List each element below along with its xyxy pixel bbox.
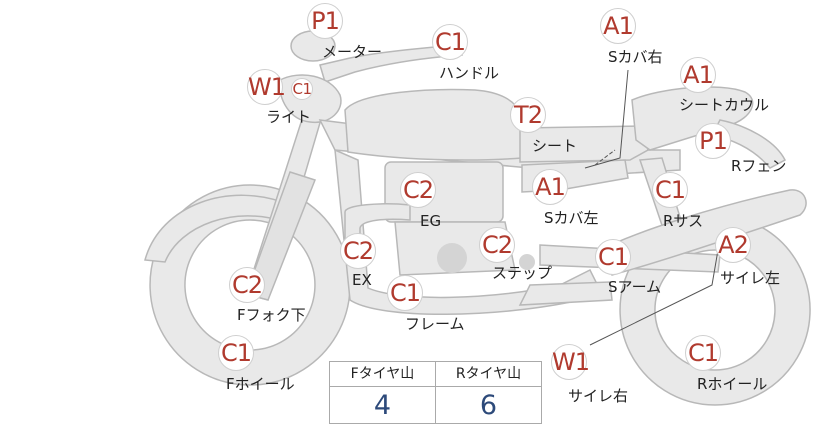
muffler-left-label: サイレ左 [720,269,781,287]
engine-label: EG [420,212,442,230]
rear-wheel-grade-badge: C1 [685,335,721,371]
engine-grade-badge: C2 [400,172,436,208]
frame-grade-badge: C1 [387,275,423,311]
front-tire-header: Fタイヤ山 [330,362,436,386]
meter-grade-badge: P1 [307,3,343,39]
rear-fender-grade-badge: P1 [695,123,731,159]
swing-arm-label: Sアーム [608,278,662,296]
exhaust-label: EX [352,271,372,289]
front-fork-lower-label: Fフォク下 [237,306,306,324]
frame-label: フレーム [405,315,465,333]
muffler-right-grade-badge: W1 [551,344,590,380]
exhaust-shape [344,203,411,259]
front-wheel-grade-badge: C1 [218,335,254,371]
side-cover-left-label: Sカバ左 [544,209,599,227]
rear-suspension-label: Rサス [663,212,704,230]
muffler-right-label: サイレ右 [568,387,629,405]
rear-wheel-label: Rホイール [697,375,768,393]
light-label: ライト [266,108,312,126]
seat-shape [519,125,649,163]
rear-fender-label: Rフェン [731,157,787,175]
step-grade-badge: C2 [479,227,515,263]
handle-grade-badge: C1 [432,24,468,60]
tire-table-header: Fタイヤ山 Rタイヤ山 [330,362,541,387]
meter-label: メーター [322,43,383,61]
fuel-tank-shape [344,88,523,161]
front-fork-lower-grade-badge: C2 [229,267,265,303]
tire-tread-table: Fタイヤ山 Rタイヤ山 4 6 [329,361,542,424]
front-tire-value: 4 [330,387,436,424]
seat-grade-badge: T2 [510,97,546,133]
exhaust-grade-badge: C2 [340,233,376,269]
handle-label: ハンドル [439,64,500,82]
rear-suspension-grade-badge: C1 [652,172,688,208]
rear-tire-value: 6 [479,390,498,421]
front-wheel-label: Fホイール [226,375,295,393]
side-cover-left-grade-badge: A1 [532,169,568,205]
seat-cowl-grade-badge: A1 [680,57,716,93]
light-grade-badge-2: C1 [291,78,313,100]
tire-table-values: 4 6 [330,387,541,424]
step-label: ステップ [492,264,553,282]
side-cover-right-grade-badge: A1 [600,8,636,44]
muffler-left-grade-badge: A2 [715,227,751,263]
muffler-shape [599,189,807,276]
seat-cowl-label: シートカウル [679,96,770,114]
swing-arm-grade-badge: C1 [595,239,631,275]
seat-label: シート [532,137,578,155]
side-cover-right-label: Sカバ右 [608,48,663,66]
rear-tire-header: Rタイヤ山 [455,366,522,382]
light-grade-badge: W1 [247,69,286,105]
